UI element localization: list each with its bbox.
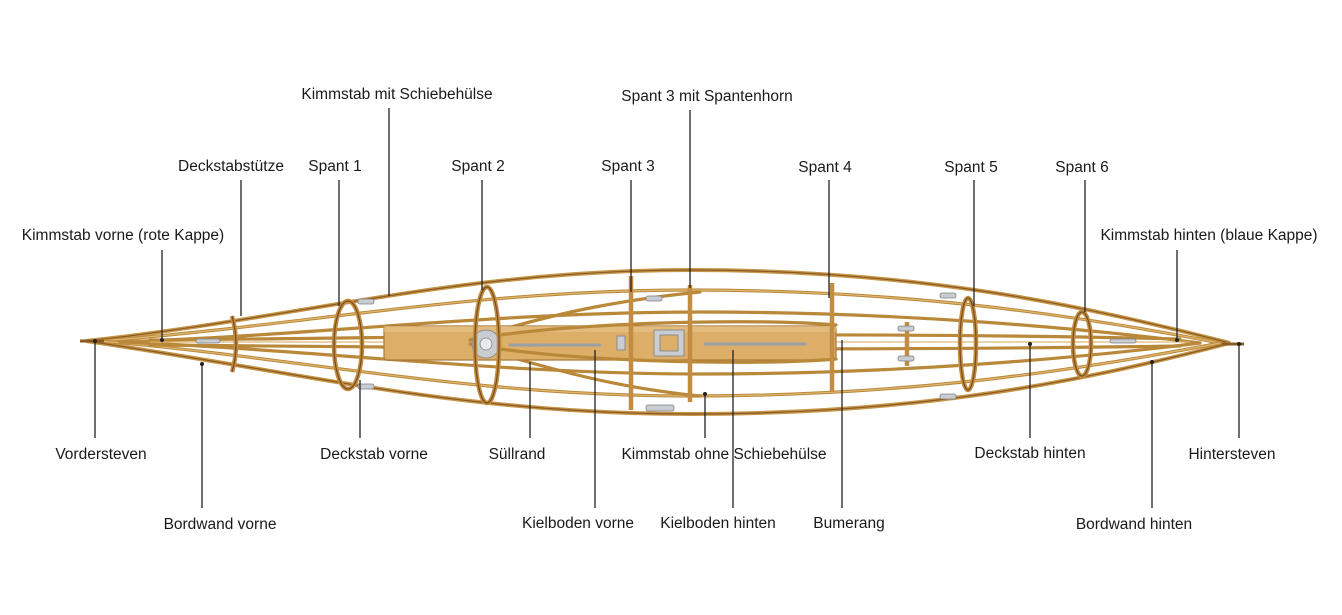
kayak-frame (80, 267, 1244, 417)
label-hintersteven: Hintersteven (1188, 446, 1275, 463)
label-deckstab-hinten: Deckstab hinten (974, 445, 1085, 462)
label-bordwand-vorne: Bordwand vorne (164, 516, 277, 533)
label-spant-2: Spant 2 (451, 158, 504, 175)
label-kielboden-vorne: Kielboden vorne (522, 515, 634, 532)
label-spant-1: Spant 1 (308, 158, 361, 175)
label-spant3-spantenhorn: Spant 3 mit Spantenhorn (621, 88, 792, 105)
label-spant-3: Spant 3 (601, 158, 654, 175)
label-kimmstab-schiebehuelse: Kimmstab mit Schiebehülse (301, 86, 492, 103)
label-spant-4: Spant 4 (798, 159, 852, 176)
label-suellrand: Süllrand (489, 446, 546, 463)
label-kielboden-hinten: Kielboden hinten (660, 515, 776, 532)
label-kimmstab-ohne: Kimmstab ohne Schiebehülse (621, 446, 826, 463)
label-deckstab-vorne: Deckstab vorne (320, 446, 428, 463)
leader-lines (93, 108, 1241, 508)
label-bordwand-hinten: Bordwand hinten (1076, 516, 1192, 533)
label-kimmstab-hinten: Kimmstab hinten (blaue Kappe) (1100, 227, 1317, 244)
labels: Kimmstab mit Schiebehülse Spant 3 mit Sp… (22, 86, 1318, 533)
label-spant-5: Spant 5 (944, 159, 997, 176)
label-bumerang: Bumerang (813, 515, 885, 532)
label-deckstabstuetze: Deckstabstütze (178, 158, 284, 175)
label-spant-6: Spant 6 (1055, 159, 1108, 176)
label-vordersteven: Vordersteven (55, 446, 146, 463)
label-kimmstab-vorne: Kimmstab vorne (rote Kappe) (22, 227, 224, 244)
